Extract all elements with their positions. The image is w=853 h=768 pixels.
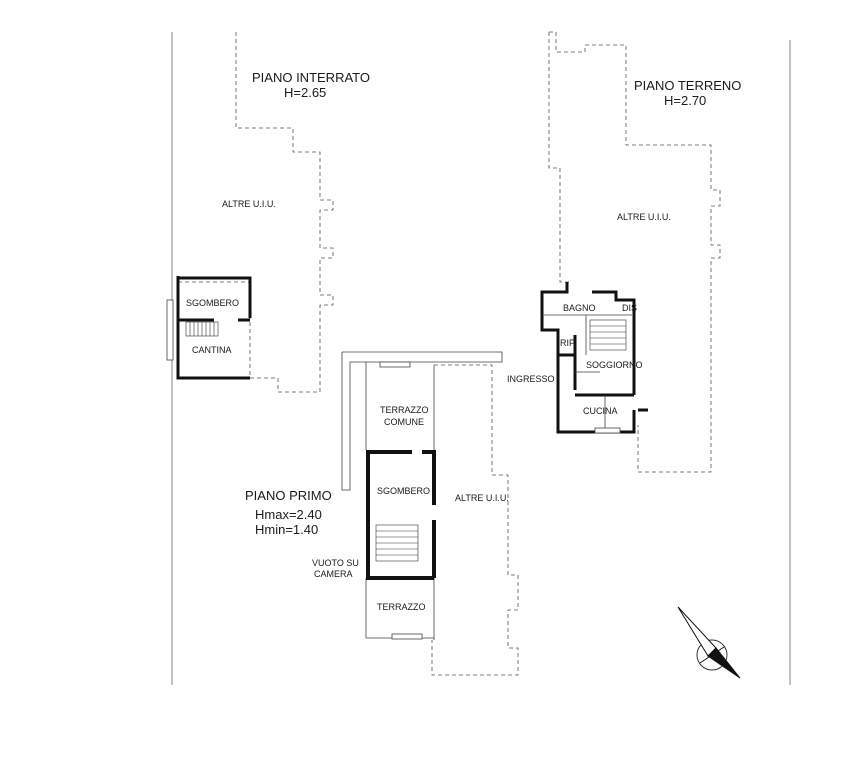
ground-other-units-outline (548, 31, 721, 473)
first-terrace-rails (365, 361, 435, 640)
basement-stairs (185, 321, 219, 337)
ground-room-kitchen: CUCINA (583, 406, 618, 416)
first-room-terrace: TERRAZZO (377, 602, 426, 612)
first-window-bottom (391, 633, 423, 640)
basement-title: PIANO INTERRATO (252, 70, 370, 85)
basement-plan: PIANO INTERRATO H=2.65 ALTRE U.I.U. SGOM… (166, 32, 370, 393)
first-title: PIANO PRIMO (245, 488, 332, 503)
ground-inner-partitions (542, 314, 632, 432)
first-room-void-line1: VUOTO SU (312, 558, 359, 568)
basement-room-storage: SGOMBERO (186, 298, 239, 308)
first-common-terrace-outline (341, 351, 503, 491)
basement-height: H=2.65 (284, 85, 326, 100)
first-hmin: Hmin=1.40 (255, 522, 318, 537)
ground-unit-walls (540, 282, 648, 434)
first-unit-walls (366, 450, 436, 580)
first-floor-plan: PIANO PRIMO Hmax=2.40 Hmin=1.40 ALTRE U.… (245, 351, 519, 676)
first-window-top (379, 361, 411, 368)
basement-other-units-label: ALTRE U.I.U. (222, 199, 276, 209)
ground-floor-plan: PIANO TERRENO H=2.70 ALTRE U.I.U. BAGNO … (507, 31, 741, 473)
north-arrow-icon (677, 606, 741, 679)
ground-room-entrance: INGRESSO (507, 374, 555, 384)
basement-unit-walls (176, 276, 252, 380)
basement-room-cellar: CANTINA (192, 345, 232, 355)
ground-other-units-label: ALTRE U.I.U. (617, 212, 671, 222)
first-room-storage: SGOMBERO (377, 486, 430, 496)
ground-kitchen-window (594, 427, 621, 434)
ground-room-living: SOGGIORNO (586, 360, 643, 370)
ground-room-hall: DIS (622, 303, 637, 313)
basement-other-units-outline (176, 32, 334, 393)
ground-title: PIANO TERRENO (634, 78, 741, 93)
first-other-units-label: ALTRE U.I.U. (455, 493, 509, 503)
ground-height: H=2.70 (664, 93, 706, 108)
first-hmax: Hmax=2.40 (255, 507, 322, 522)
first-room-common-terrace-line1: TERRAZZO (380, 405, 429, 415)
ground-room-bathroom: BAGNO (563, 303, 596, 313)
ground-room-closet: RIP (560, 338, 575, 348)
first-room-common-terrace-line2: COMUNE (384, 417, 424, 427)
ground-stairs (589, 319, 627, 351)
first-stairs (375, 524, 419, 562)
first-other-units-outline (431, 364, 519, 676)
basement-cellar-window (166, 299, 174, 361)
first-room-void-line2: CAMERA (314, 569, 353, 579)
